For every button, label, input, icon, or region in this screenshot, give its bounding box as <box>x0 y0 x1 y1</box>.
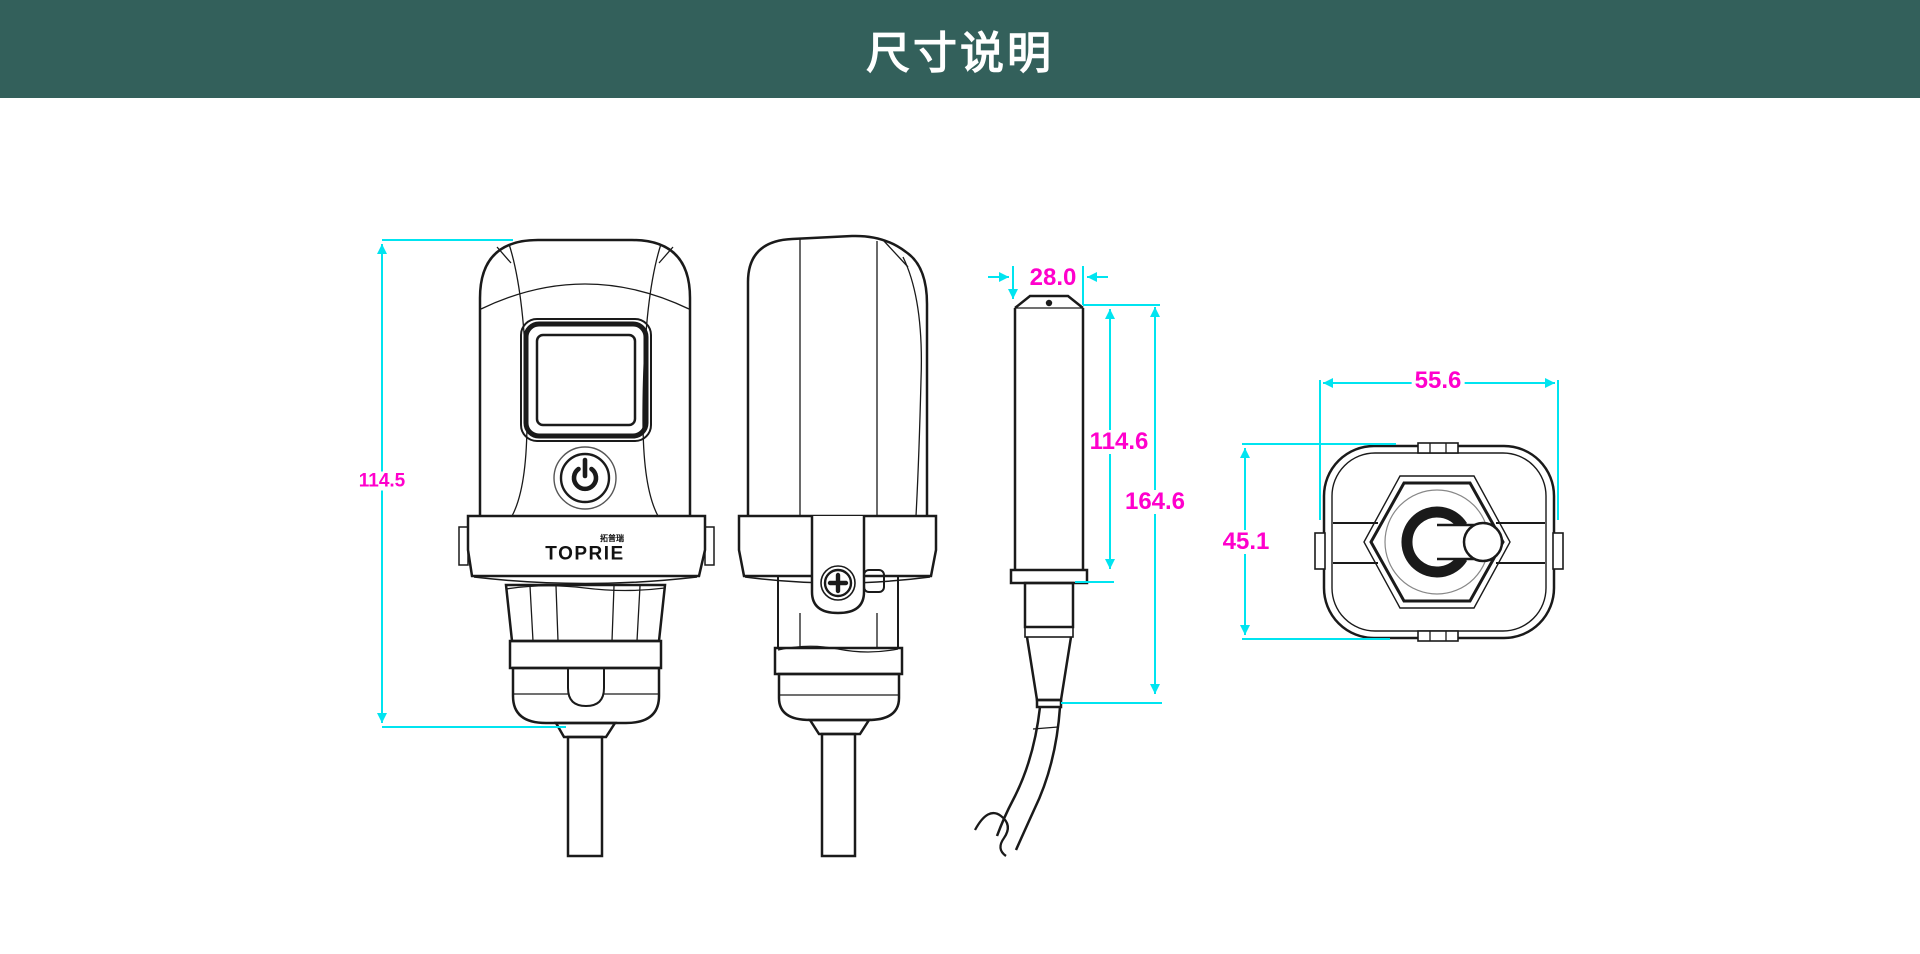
cable-side <box>820 732 857 858</box>
dim-label-bottom-depth: 45.1 <box>1219 530 1273 554</box>
dim-label-probe-body-height: 114.6 <box>1086 430 1152 454</box>
page-title: 尺寸说明 <box>866 29 1054 78</box>
dimension-lines <box>377 239 1559 728</box>
cable-front <box>566 735 604 858</box>
side-view-drawing <box>737 234 938 858</box>
screen-display <box>535 333 637 427</box>
screen-outer <box>520 318 652 442</box>
phillips-screw-icon <box>820 565 856 601</box>
cable-end <box>1462 521 1504 563</box>
screen-bezel <box>523 321 649 439</box>
cable-probe <box>995 706 1042 837</box>
dim-label-probe-total-height: 164.6 <box>1121 490 1189 514</box>
dim-label-bottom-width: 55.6 <box>1411 369 1465 393</box>
dim-label-front-height: 114.5 <box>355 471 409 491</box>
brand-logo-cn: 拓普瑞 <box>600 534 624 543</box>
dim-label-probe-top-width: 28.0 <box>1026 266 1080 290</box>
brand-logo: TOPRIE <box>545 543 625 565</box>
header: 尺寸说明 <box>0 0 1920 98</box>
bottom-view-drawing <box>1314 442 1564 642</box>
probe-view-drawing <box>973 294 1089 857</box>
power-icon <box>553 446 617 510</box>
front-view-drawing <box>458 238 715 858</box>
